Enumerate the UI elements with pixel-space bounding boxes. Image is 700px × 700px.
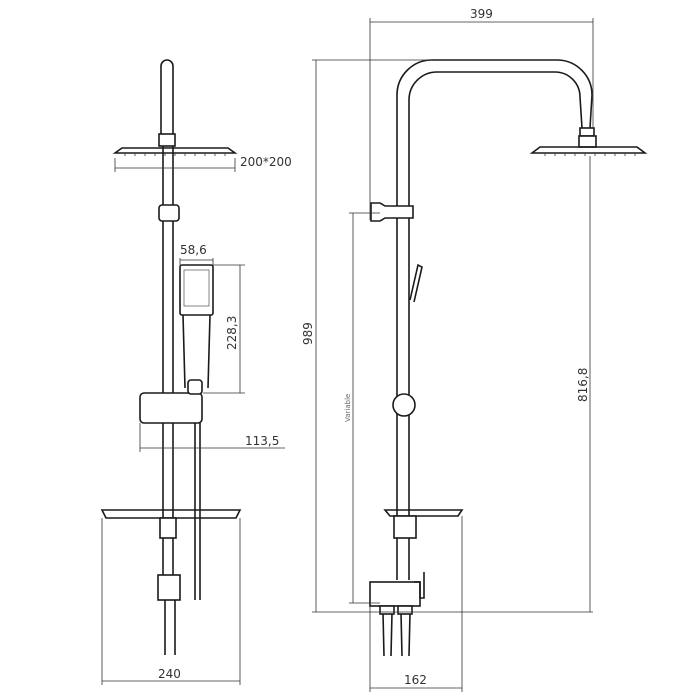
supply-hoses: [382, 612, 411, 657]
tray-collar: [393, 515, 417, 539]
arm-inner: [408, 71, 583, 580]
head-connector: [578, 135, 597, 148]
rain-head: [112, 147, 238, 154]
rod-clamp: [370, 202, 414, 222]
dim-head-height-label: 816,8: [576, 368, 590, 402]
hose-connector: [157, 574, 181, 601]
dim-tray-width-label: 240: [158, 667, 181, 681]
arm-nut: [579, 127, 595, 137]
dim-slider-offset-label: 113,5: [245, 434, 279, 448]
head-connector: [158, 133, 176, 147]
shelf-tray: [383, 509, 464, 517]
slider: [139, 392, 203, 424]
slider-holder: [187, 379, 203, 395]
hose-nut-2: [397, 605, 413, 615]
valve-lever: [414, 572, 425, 599]
dim-handshower-width-label: 58,6: [180, 243, 207, 257]
valve-body: [369, 581, 421, 607]
dim-variable-label: Variable: [344, 394, 352, 422]
arm-top: [160, 59, 174, 135]
handshower-handle: [182, 314, 211, 389]
hose-nut-1: [379, 605, 395, 615]
arm-outer: [396, 59, 593, 580]
handshower-head: [179, 264, 214, 316]
slider-knob: [392, 393, 416, 417]
handshower-side: [409, 263, 423, 303]
tray-collar: [159, 517, 177, 539]
lower-hose: [164, 600, 176, 655]
side-view: 399 989 Variable 816,8 162: [301, 7, 648, 692]
dim-head-size-label: 200*200: [240, 155, 292, 169]
dim-handshower-length-label: 228,3: [225, 316, 239, 350]
dim-base-width-label: 162: [404, 673, 427, 687]
handshower-nozzles: [183, 269, 210, 307]
dim-total-height-label: 989: [301, 322, 315, 345]
rain-head: [529, 146, 648, 154]
front-view: 200*200 58,6 228,3 113,5 240: [100, 59, 292, 685]
rod-clamp: [158, 204, 180, 222]
shelf-tray: [100, 509, 242, 519]
rain-head-nozzles: [124, 153, 226, 156]
dim-arm-reach-label: 399: [470, 7, 493, 21]
